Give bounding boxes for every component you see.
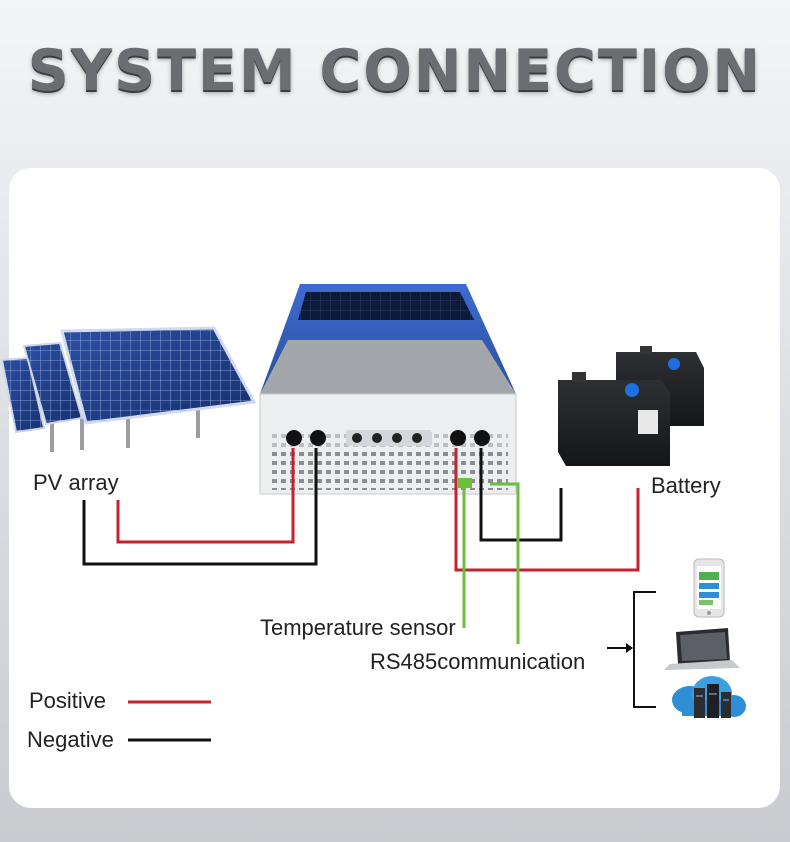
pv-positive-wire — [116, 448, 295, 544]
legend-positive-label: Positive — [29, 688, 107, 713]
phone-icon — [693, 558, 725, 618]
wires — [82, 448, 640, 644]
rs485-label: RS485communication — [370, 649, 586, 674]
batteries — [558, 346, 704, 466]
laptop-icon — [664, 628, 740, 670]
pv-array-label: PV array — [33, 470, 119, 495]
hybrid-inverter — [259, 284, 517, 495]
battery-positive-wire — [454, 448, 640, 572]
cloud-server-icon — [672, 676, 746, 718]
battery-label: Battery — [651, 473, 721, 498]
battery-negative-wire — [479, 448, 563, 542]
pv-negative-wire — [82, 448, 318, 566]
page-title: SYSTEM CONNECTION — [27, 38, 763, 104]
legend-negative-label: Negative — [27, 727, 114, 752]
rs485-wire — [490, 482, 520, 644]
solar-panels — [0, 326, 257, 452]
temperature-sensor-label: Temperature sensor — [260, 615, 456, 640]
device-bracket — [607, 591, 656, 708]
